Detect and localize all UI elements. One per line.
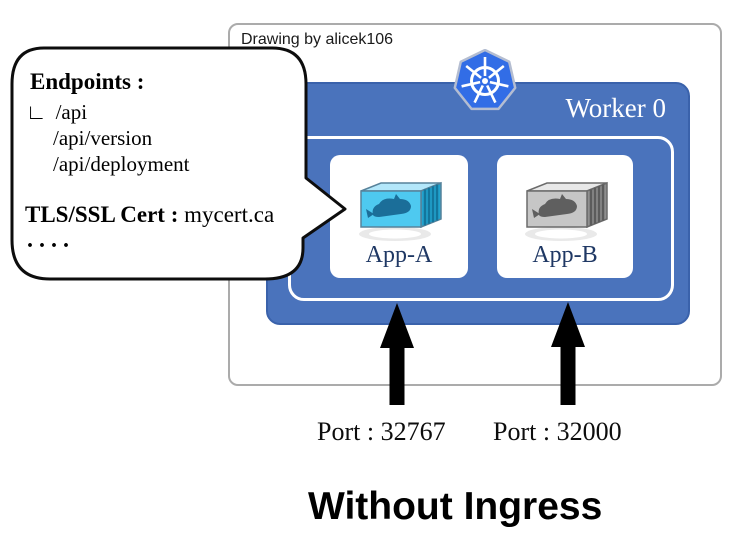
callout-ellipsis: .... <box>27 227 75 253</box>
docker-container-blue-icon <box>359 181 442 241</box>
callout-bubble <box>10 46 347 281</box>
tree-branch-symbol: ∟ <box>26 100 47 124</box>
docker-container-gray-icon <box>525 181 608 241</box>
app-b-card: App-B <box>497 155 633 278</box>
callout-endpoint-item: ∟ /api <box>26 99 189 125</box>
up-arrow-icon <box>551 302 585 405</box>
callout-heading: Endpoints : <box>30 69 145 94</box>
port-arrows <box>380 302 585 405</box>
callout-cert-line: TLS/SSL Cert : mycert.ca <box>25 202 274 228</box>
up-arrow-icon <box>380 303 414 405</box>
watermark-text: Drawing by alicek106 <box>241 31 394 48</box>
cert-label: TLS/SSL Cert : <box>25 202 179 227</box>
callout-endpoint-list: ∟ /api /api/version /api/deployment <box>26 99 189 177</box>
diagram-title: Without Ingress <box>308 485 603 528</box>
endpoint-path: /api/version <box>53 126 153 150</box>
endpoint-path: /api/deployment <box>53 152 190 176</box>
kubernetes-logo-icon <box>453 49 517 111</box>
endpoint-path: /api <box>55 100 88 124</box>
cert-value: mycert.ca <box>178 202 275 227</box>
port-b-label: Port : 32000 <box>493 417 622 446</box>
worker-node-label: Worker 0 <box>565 93 666 123</box>
port-a-label: Port : 32767 <box>317 417 446 446</box>
app-a-label: App-A <box>365 242 433 268</box>
app-b-label: App-B <box>532 242 598 268</box>
app-a-card: App-A <box>330 155 468 278</box>
